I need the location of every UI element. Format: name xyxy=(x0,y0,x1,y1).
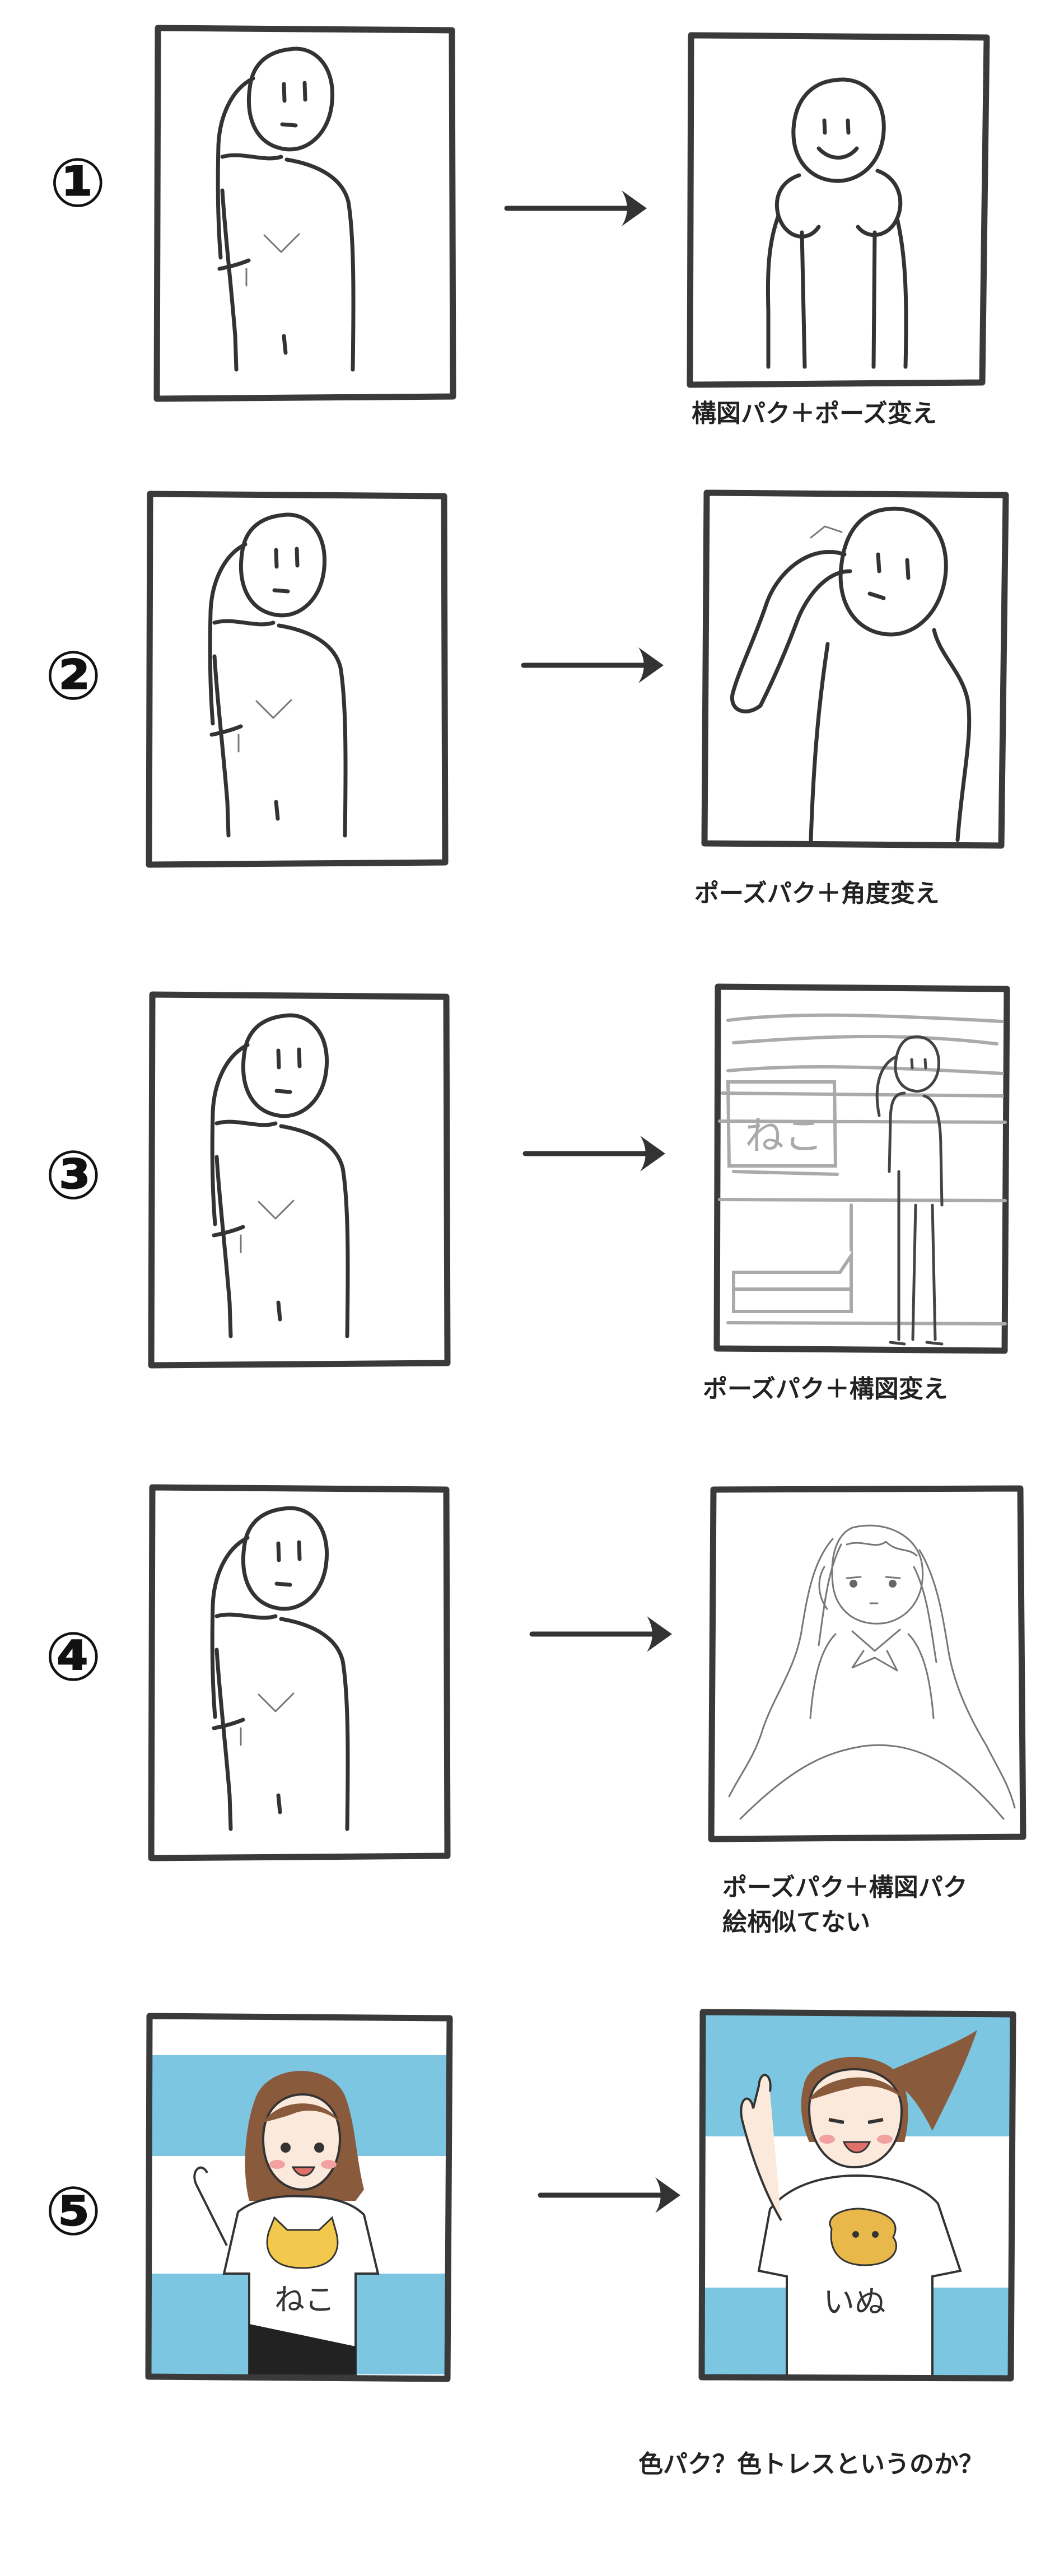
arrow-2 xyxy=(524,647,664,683)
derived-sketch-3: ねこ xyxy=(713,983,1010,1354)
caption-2-line-1: ポーズパク＋角度変え xyxy=(694,879,940,908)
row-3: ねこ xyxy=(151,983,1010,1365)
reference-color-5: ねこ xyxy=(145,2013,453,2382)
row-number-5: ⑤ xyxy=(45,2173,102,2251)
derived-sketch-1 xyxy=(687,32,990,388)
caption-3-line-1: ポーズパク＋構図変え xyxy=(703,1375,948,1403)
shirt-text-inu: いぬ xyxy=(823,2284,886,2321)
reference-sketch-4 xyxy=(151,1487,447,1858)
arrow-5 xyxy=(540,2177,680,2213)
row-number-3: ③ xyxy=(45,1137,102,1215)
caption-5-line-1: 色パク？色トレスというのか？ xyxy=(638,2450,983,2479)
caption-1-line-1: 構図パク＋ポーズ変え xyxy=(692,399,937,428)
caption-4-line-2: 絵柄似てない xyxy=(722,1908,870,1936)
derived-color-5: いぬ xyxy=(698,2009,1016,2382)
caption-text-1: 構図パク＋ポーズ変え xyxy=(692,396,937,431)
caption-text-5: 色パク？色トレスというのか？ xyxy=(638,2447,983,2482)
reference-sketch-1 xyxy=(157,28,453,399)
caption-text-4: ポーズパク＋構図パク 絵柄似てない xyxy=(722,1870,968,1940)
sign-text: ねこ xyxy=(745,1113,823,1159)
row-number-2: ② xyxy=(45,637,102,715)
reference-sketch-3 xyxy=(151,995,447,1365)
row-1 xyxy=(157,28,990,399)
row-2 xyxy=(149,489,1009,865)
caption-text-3: ポーズパク＋構図変え xyxy=(703,1372,948,1407)
row-5: ねこ いぬ xyxy=(145,2009,1016,2382)
arrow-3 xyxy=(525,1136,665,1172)
shirt-text-neko: ねこ xyxy=(274,2282,335,2317)
arrow-4 xyxy=(532,1616,672,1652)
derived-sketch-2 xyxy=(701,489,1009,849)
caption-text-2: ポーズパク＋角度変え xyxy=(694,876,940,911)
row-4 xyxy=(151,1485,1026,1858)
caption-4-line-1: ポーズパク＋構図パク xyxy=(722,1873,968,1902)
derived-sketch-4 xyxy=(708,1485,1026,1842)
row-number-1: ① xyxy=(49,144,106,222)
row-number-4: ④ xyxy=(45,1618,102,1696)
reference-sketch-2 xyxy=(149,494,445,865)
arrow-1 xyxy=(507,190,647,226)
